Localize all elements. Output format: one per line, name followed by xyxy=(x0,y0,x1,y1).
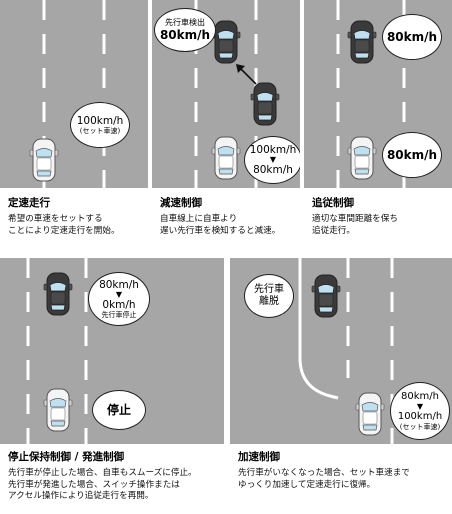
caption-desc: 先行車がいなくなった場合、セット車速まで ゆっくり加速して定速走行に復帰。 xyxy=(238,468,410,490)
decel-to: 80km/h xyxy=(253,164,293,176)
lane-split xyxy=(298,258,339,400)
departing-car xyxy=(311,274,341,318)
lead-speed-bubble: 80km/h xyxy=(382,14,442,60)
caption-title: 減速制御 xyxy=(160,197,202,209)
caption-title: 加速制御 xyxy=(238,451,280,463)
own-car xyxy=(355,392,385,436)
decel-from: 100km/h xyxy=(249,144,297,156)
own-car xyxy=(347,136,377,180)
caption-title: 停止保持制御 / 発進制御 xyxy=(8,451,125,463)
panel-following: 80km/h 80km/h 追従制御 適切な車間距離を保ち 追従走行。 xyxy=(304,0,452,252)
set-speed-note: (セット車速) xyxy=(79,126,121,135)
panel-stop-go: 80km/h ▼ 0km/h 先行車停止 停止 停止保持制御 / 発進制御 先行… xyxy=(0,258,224,514)
accel-to: 100km/h xyxy=(397,410,443,422)
panel-constant-speed: 100km/h (セット車速) 定速走行 希望の車速をセットする ことにより定速… xyxy=(0,0,148,252)
caption-desc: 自車線上に自車より 遅い先行車を検知すると減速。 xyxy=(160,214,281,236)
depart-label-1: 先行車 xyxy=(254,284,284,295)
caption: 停止保持制御 / 発進制御 先行車が停止した場合、自車もスムーズに停止。 先行車… xyxy=(0,444,224,514)
caption: 加速制御 先行車がいなくなった場合、セット車速まで ゆっくり加速して定速走行に復… xyxy=(230,444,452,514)
own-car xyxy=(43,388,73,432)
lead-speed: 80km/h xyxy=(386,30,438,44)
speed-bubble: 100km/h (セット車速) xyxy=(70,102,130,148)
caption-desc: 適切な車間距離を保ち 追従走行。 xyxy=(312,214,398,236)
own-car xyxy=(29,138,59,182)
stop-from: 80km/h xyxy=(99,278,139,291)
merge-arrow-line xyxy=(239,67,257,85)
caption: 減速制御 自車線上に自車より 遅い先行車を検知すると減速。 xyxy=(152,190,300,252)
caption-desc: 希望の車速をセットする ことにより定速走行を開始。 xyxy=(8,214,120,236)
accel-note: (セット車速) xyxy=(399,422,441,431)
own-speed: 80km/h xyxy=(386,148,438,162)
own-car xyxy=(211,136,241,180)
merge-arrow-head xyxy=(236,64,245,73)
stop-arrow: ▼ xyxy=(115,289,123,299)
stop-note: 先行車停止 xyxy=(101,310,137,319)
panel-acceleration: 先行車 離脱 80km/h ▼ 100km/h (セット車速) 加速制御 先行車… xyxy=(230,258,452,514)
stop-speed-bubble: 80km/h ▼ 0km/h 先行車停止 xyxy=(88,272,150,326)
set-speed: 100km/h xyxy=(76,114,124,127)
accel-arrow: ▼ xyxy=(416,401,424,411)
accel-bubble: 80km/h ▼ 100km/h (セット車速) xyxy=(390,382,450,440)
detect-speed: 80km/h xyxy=(159,28,211,42)
panel-deceleration: 先行車検出 80km/h 100km/h ▼ 80km/h 減速制御 自車線上に… xyxy=(152,0,300,252)
own-speed-bubble: 80km/h xyxy=(382,132,442,178)
caption-title: 追従制御 xyxy=(312,197,354,209)
stop-bubble: 停止 xyxy=(92,390,146,430)
detect-bubble: 先行車検出 80km/h xyxy=(154,8,216,52)
lead-car xyxy=(43,272,73,316)
decel-bubble: 100km/h ▼ 80km/h xyxy=(244,136,300,184)
caption: 追従制御 適切な車間距離を保ち 追従走行。 xyxy=(304,190,452,252)
stop-label: 停止 xyxy=(106,403,131,417)
depart-label-2: 離脱 xyxy=(259,296,279,307)
merging-car xyxy=(250,82,280,126)
lead-car xyxy=(347,20,377,64)
depart-bubble: 先行車 離脱 xyxy=(244,274,294,318)
lead-car xyxy=(211,20,241,64)
caption-title: 定速走行 xyxy=(8,197,50,209)
decel-arrow: ▼ xyxy=(269,155,277,164)
road xyxy=(0,0,148,188)
accel-from: 80km/h xyxy=(401,390,439,402)
caption-desc: 先行車が停止した場合、自車もスムーズに停止。 先行車が発進した場合、スイッチ操作… xyxy=(8,468,197,501)
detect-label: 先行車検出 xyxy=(165,18,205,27)
stop-to: 0km/h xyxy=(102,298,136,311)
caption: 定速走行 希望の車速をセットする ことにより定速走行を開始。 xyxy=(0,190,148,252)
